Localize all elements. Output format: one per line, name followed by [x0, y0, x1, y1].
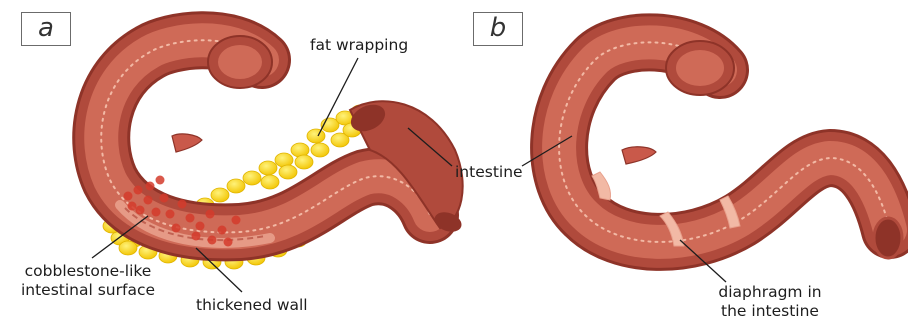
label-diaphragm-line1: diaphragm in: [705, 283, 835, 302]
mesentery-b: [622, 147, 656, 164]
intestine-a-head-lumen: [218, 45, 262, 79]
fat-globule: [243, 171, 261, 185]
label-thickened-wall: thickened wall: [196, 296, 308, 315]
label-diaphragm-line2: the intestine: [705, 302, 835, 321]
fat-globule: [311, 143, 329, 157]
cobblestone-bump: [224, 238, 233, 247]
cobblestone-bump: [232, 216, 241, 225]
fat-globule: [307, 129, 325, 143]
cobblestone-bump: [144, 196, 153, 205]
intestine-b-end: [874, 218, 902, 258]
cobblestone-bump: [192, 232, 201, 241]
cobblestone-bump: [206, 210, 215, 219]
cobblestone-bump: [166, 210, 175, 219]
mesentery-a: [172, 134, 202, 152]
cobblestone-bump: [128, 202, 137, 211]
fat-globule: [211, 188, 229, 202]
label-cobblestone-line2: intestinal surface: [4, 281, 172, 300]
cobblestone-bump: [134, 186, 143, 195]
cobblestone-bump: [208, 236, 217, 245]
cobblestone-bump: [146, 182, 155, 191]
fat-globule: [119, 241, 137, 255]
cobblestone-bump: [152, 208, 161, 217]
cobblestone-bump: [218, 226, 227, 235]
cobblestone-bump: [136, 206, 145, 215]
fat-globule: [259, 161, 277, 175]
label-intestine: intestine: [455, 163, 523, 182]
cobblestone-bump: [196, 222, 205, 231]
panel-b-illustration: [559, 41, 902, 258]
fat-globule: [261, 175, 279, 189]
cobblestone-bump: [172, 224, 181, 233]
fat-globule: [295, 155, 313, 169]
panel-a-illustration: [101, 36, 464, 269]
cobblestone-bump: [124, 192, 133, 201]
cobblestone-bump: [178, 200, 187, 209]
label-fat-wrapping: fat wrapping: [310, 36, 408, 55]
fat-globule: [227, 179, 245, 193]
label-cobblestone: cobblestone-like intestinal surface: [4, 262, 172, 300]
panel-a-tag: a: [21, 12, 71, 46]
label-cobblestone-line1: cobblestone-like: [4, 262, 172, 281]
label-diaphragm: diaphragm in the intestine: [705, 283, 835, 321]
cobblestone-bump: [160, 194, 169, 203]
cobblestone-bump: [186, 214, 195, 223]
panel-b-tag: b: [473, 12, 523, 46]
fat-globule: [279, 165, 297, 179]
cobblestone-bump: [156, 176, 165, 185]
